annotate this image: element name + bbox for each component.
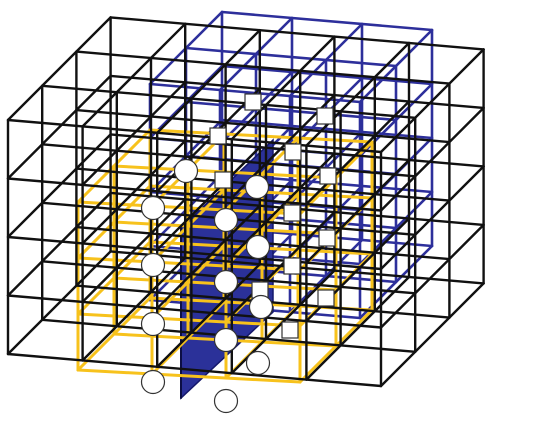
grid-edge — [220, 10, 434, 32]
grid-edge — [109, 16, 485, 51]
grid-edge — [81, 198, 187, 304]
grid-edge — [76, 368, 302, 384]
square-node — [284, 143, 302, 161]
circle-node — [213, 207, 239, 233]
circle-node — [245, 350, 271, 376]
grid-edge — [379, 48, 485, 154]
grid-edge — [230, 210, 336, 316]
square-markers — [209, 93, 337, 339]
grid-edge — [6, 250, 112, 356]
square-node — [319, 167, 337, 185]
grid-edge — [305, 41, 411, 147]
grid-edge — [305, 275, 411, 381]
grid-edge — [155, 87, 261, 193]
grid-edge — [155, 145, 261, 252]
grid-edge — [379, 106, 485, 212]
circle-node — [140, 311, 166, 337]
grid-edge — [6, 118, 383, 154]
grid-edge — [6, 191, 112, 297]
circle-node — [248, 294, 274, 320]
grid-edge — [109, 74, 485, 110]
circle-node — [140, 252, 166, 278]
square-node — [244, 93, 262, 111]
square-node — [281, 321, 299, 339]
grid-edge — [6, 177, 383, 212]
grid-edge — [6, 235, 383, 271]
grid-edge — [6, 16, 112, 122]
grid-edge — [81, 256, 187, 362]
grid-edge — [155, 29, 261, 135]
circle-node — [140, 195, 166, 221]
square-node — [318, 229, 336, 247]
circle-node — [213, 327, 239, 353]
circle-node — [173, 158, 199, 184]
grid-edge — [379, 282, 485, 388]
square-node — [283, 257, 301, 275]
circle-markers — [140, 158, 274, 414]
grid-edge — [6, 352, 383, 388]
circle-node — [245, 234, 271, 260]
grid-edge — [305, 100, 411, 206]
grid-edge — [6, 133, 112, 239]
grid-edge — [75, 108, 451, 144]
grid-edge — [81, 81, 187, 187]
grid-edge — [81, 22, 187, 128]
circle-node — [244, 174, 270, 200]
grid-edge — [6, 74, 112, 180]
grid-edge — [379, 223, 485, 329]
circle-node — [213, 269, 239, 295]
circle-node — [140, 369, 166, 395]
square-node — [316, 107, 334, 125]
grid-edge — [41, 84, 417, 120]
square-node — [214, 171, 232, 189]
square-node — [283, 204, 301, 222]
grid-edge — [155, 204, 261, 310]
grid-edge — [6, 294, 383, 329]
grid-edge — [41, 143, 417, 178]
grid-edge — [230, 35, 336, 141]
square-node — [317, 289, 335, 307]
grid-edge — [75, 50, 451, 85]
grid-edge — [155, 263, 261, 368]
grid-edge — [81, 139, 187, 245]
grid-edge — [379, 165, 485, 271]
circle-node — [213, 388, 239, 414]
square-node — [209, 127, 227, 145]
